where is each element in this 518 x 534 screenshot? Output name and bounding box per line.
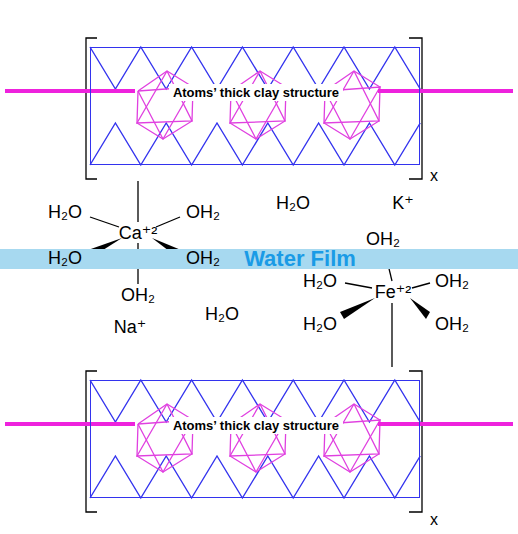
water-molecule: H₂O [48, 203, 82, 221]
iron-ion: Fe⁺² [375, 283, 412, 301]
water-molecule: OH₂ [121, 286, 155, 304]
water-molecule: OH₂ [435, 272, 469, 290]
water-molecule: H₂O [48, 249, 82, 267]
bracket [86, 38, 97, 179]
wedge-bond [340, 298, 375, 319]
clay-layers [5, 38, 513, 512]
bond-line [90, 217, 119, 227]
octahedron [324, 71, 380, 139]
sodium-ion: Na⁺ [114, 318, 147, 336]
bond-line [156, 217, 180, 227]
water-molecule: OH₂ [186, 203, 220, 221]
layer-label: Atoms’ thick clay structure [169, 84, 343, 101]
bracket [409, 38, 422, 179]
bracket [86, 371, 97, 512]
octahedron [324, 404, 380, 472]
bond-line [137, 181, 138, 222]
calcium-ion: Ca⁺² [119, 224, 158, 242]
pointer-line [5, 89, 135, 93]
water-molecule: H₂O [303, 272, 337, 290]
octahedron [137, 71, 193, 139]
clay-layer: Atoms’ thick clay structure [90, 47, 420, 165]
water-molecule: H₂O [205, 305, 239, 323]
clay-layer: Atoms’ thick clay structure [90, 380, 420, 498]
bond-lines [90, 181, 430, 367]
bracket [409, 371, 422, 512]
pointer-line [5, 422, 135, 426]
octahedron [137, 404, 193, 472]
repeat-subscript: x [430, 512, 438, 528]
octahedron [230, 404, 286, 472]
repeat-subscript: x [430, 168, 438, 184]
layer-label: Atoms’ thick clay structure [169, 417, 343, 434]
water-molecule: OH₂ [435, 315, 469, 333]
pointer-line [378, 422, 513, 426]
wedge-bond [410, 298, 430, 319]
water-molecule: H₂O [303, 315, 337, 333]
tetrahedral-sheet [90, 456, 420, 498]
bond-line [412, 283, 430, 288]
tetrahedral-sheet [90, 123, 420, 165]
bond-line [391, 303, 392, 367]
octahedron [230, 71, 286, 139]
film-label: Water Film [244, 248, 356, 270]
water-molecule: H₂O [276, 194, 310, 212]
water-molecule: OH₂ [366, 230, 400, 248]
water-molecule: OH₂ [186, 249, 220, 267]
pointer-line [378, 89, 513, 93]
bond-line [345, 283, 372, 288]
potassium-ion: K⁺ [392, 194, 414, 212]
